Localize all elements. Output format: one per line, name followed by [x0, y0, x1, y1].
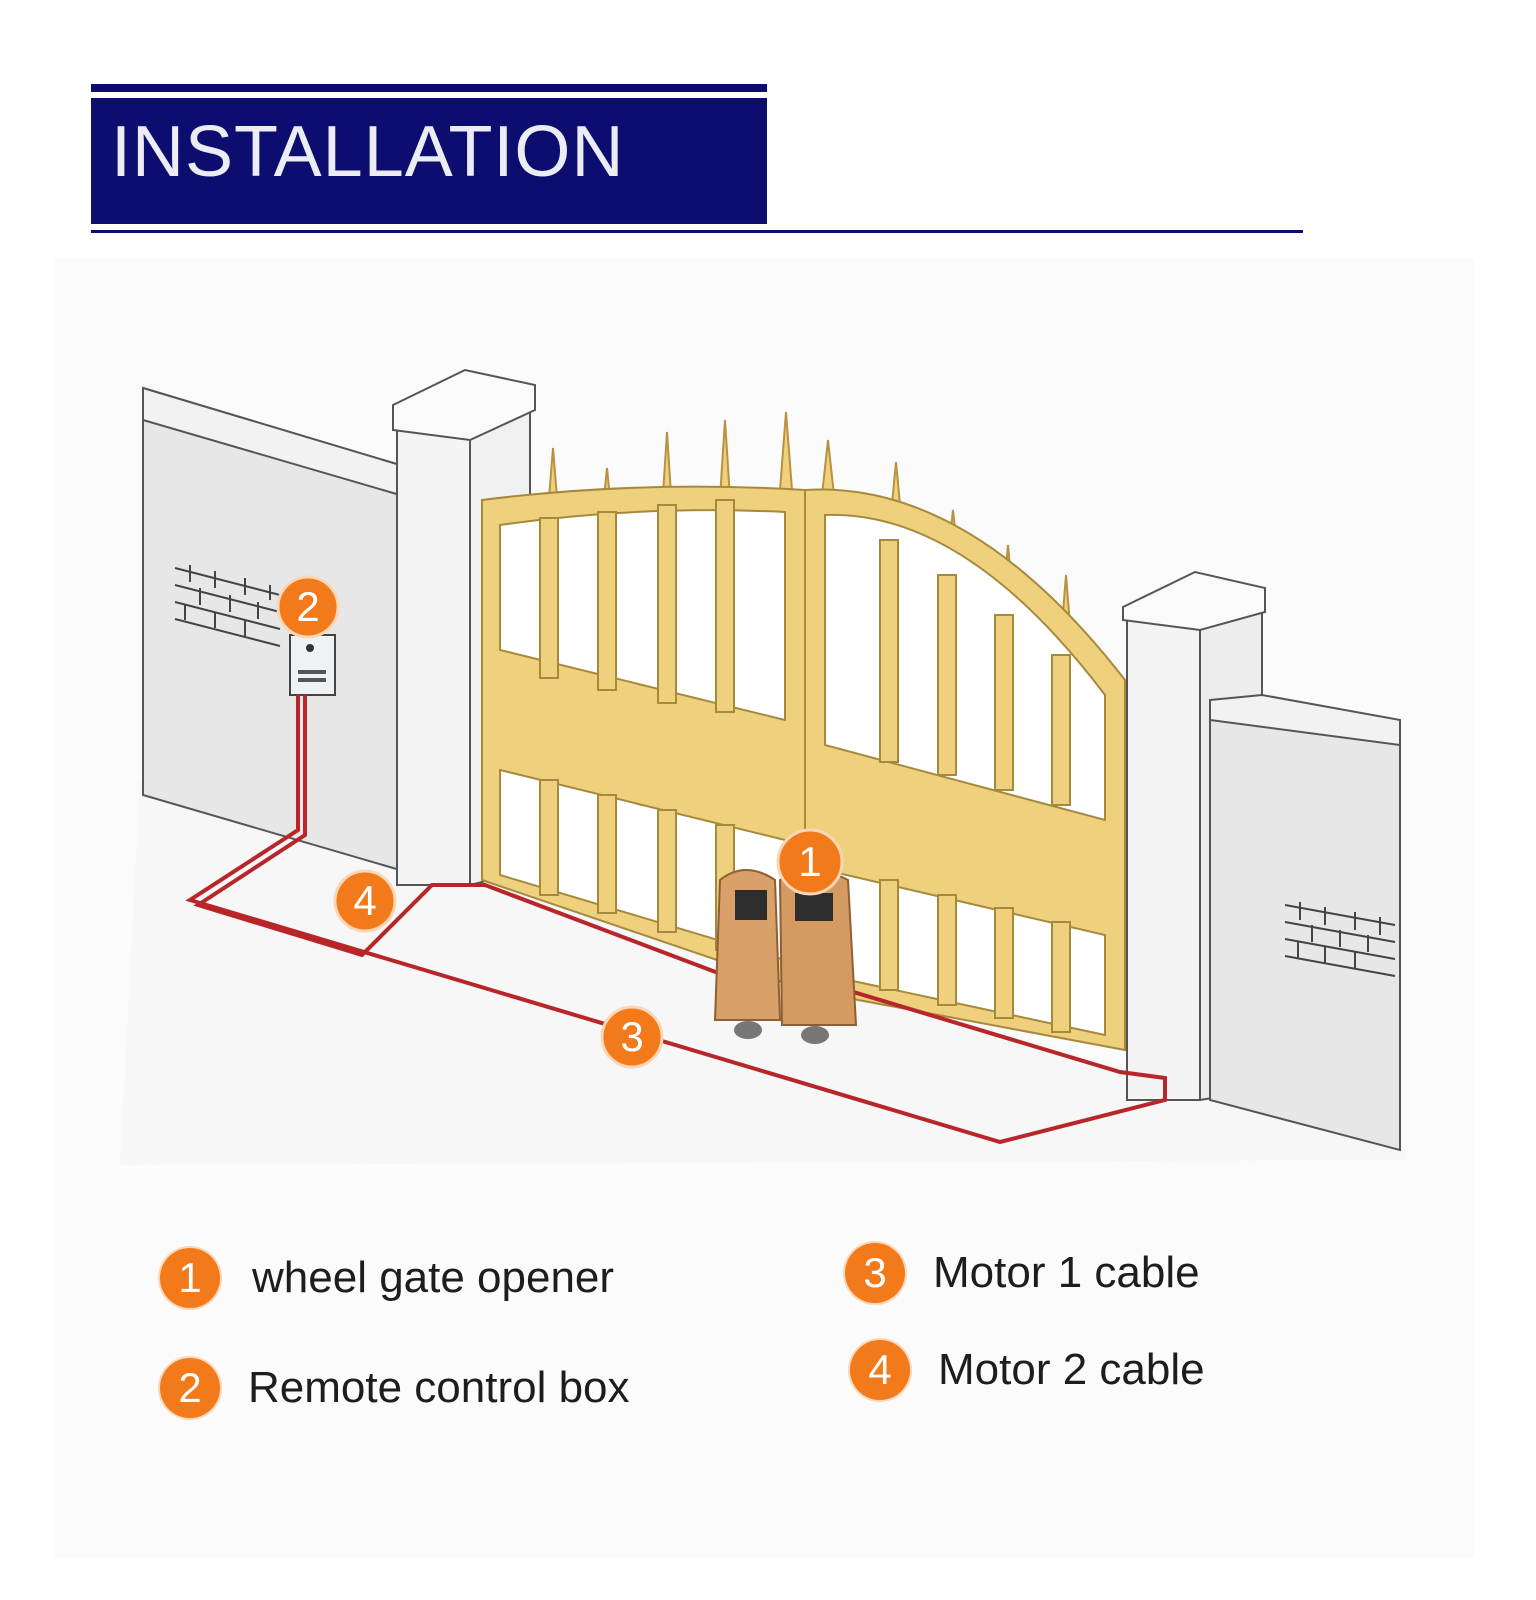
right-wall-cap — [1209, 693, 1401, 747]
gate-right-leaf — [804, 488, 1126, 1052]
legend-number-4: 4 — [850, 1340, 910, 1400]
svg-text:4: 4 — [353, 877, 376, 924]
legend-label-3: Motor 1 cable — [933, 1248, 1200, 1297]
legend-item-4: 4 Motor 2 cable — [850, 1340, 1205, 1400]
marker-3: 3 — [600, 1005, 664, 1069]
legend-label-1: wheel gate opener — [252, 1253, 615, 1302]
marker-2: 2 — [276, 575, 340, 639]
brick-pattern-left — [174, 565, 281, 647]
right-pillar-cap — [1122, 570, 1266, 632]
page-title: INSTALLATION — [111, 112, 625, 192]
brick-pattern-right — [1284, 902, 1396, 977]
svg-text:1: 1 — [798, 838, 821, 885]
svg-text:2: 2 — [296, 583, 319, 630]
cables — [185, 695, 1167, 1145]
left-pillar-cap — [392, 368, 536, 442]
motor-2-cable — [193, 695, 751, 987]
header-banner: INSTALLATION — [91, 98, 767, 224]
right-pillar-front — [1126, 614, 1201, 1101]
legend-number-2: 2 — [160, 1358, 220, 1418]
legend-label-2: Remote control box — [248, 1363, 630, 1412]
svg-text:3: 3 — [620, 1013, 643, 1060]
legend-item-1: 1 wheel gate opener — [160, 1248, 614, 1308]
legend-label-4: Motor 2 cable — [938, 1345, 1205, 1394]
legend-item-3: 3 Motor 1 cable — [845, 1243, 1200, 1303]
legend-number-1: 1 — [160, 1248, 220, 1308]
header-underline — [91, 230, 1303, 233]
motor-1-cable — [185, 695, 1167, 1145]
marker-1: 1 — [776, 828, 844, 896]
gate-left-leaf — [481, 485, 806, 992]
left-pillar-front — [396, 427, 471, 886]
right-wall — [1209, 716, 1401, 1152]
header-top-rule — [91, 84, 767, 92]
marker-4: 4 — [333, 869, 397, 933]
legend-item-2: 2 Remote control box — [160, 1358, 630, 1418]
remote-control-box — [289, 634, 336, 696]
wheel-gate-opener-motors — [713, 869, 858, 1044]
legend-number-3: 3 — [845, 1243, 905, 1303]
